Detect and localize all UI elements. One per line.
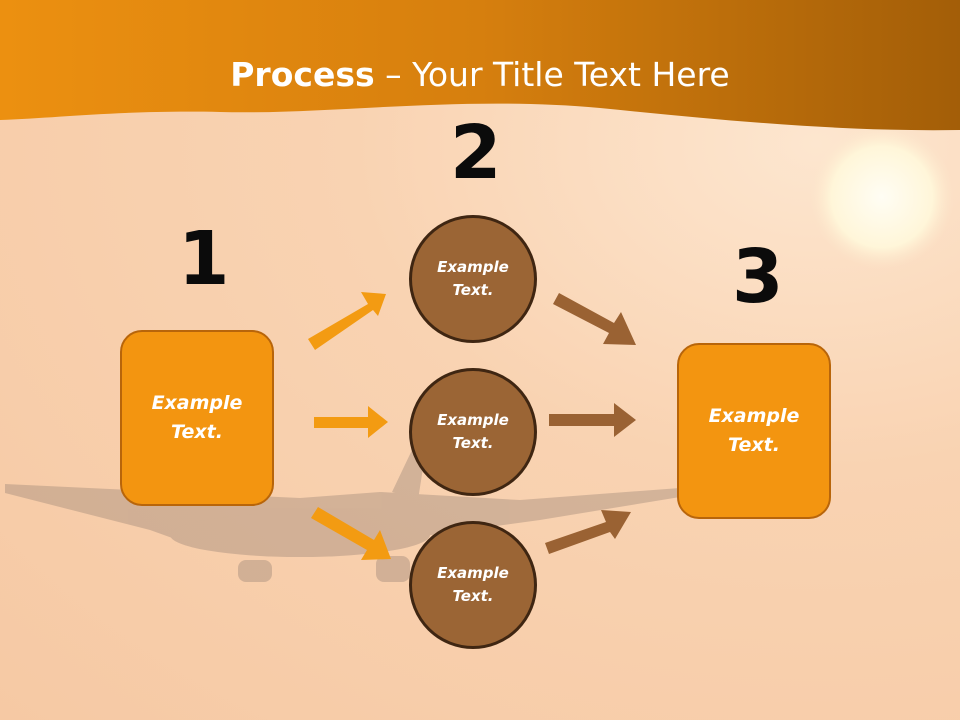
step-1-box: Example Text. [120,330,274,506]
sun [810,125,954,269]
arrow-from-middle [549,403,636,437]
title-rest: – Your Title Text Here [374,55,730,94]
step-number-3: 3 [732,234,784,320]
step-3-label: Example Text. [708,405,800,456]
slide-title: Process – Your Title Text Here [0,55,960,94]
circle-bottom-label: Example Text. [437,564,509,605]
circle-middle: Example Text. [409,368,537,496]
step-1-label: Example Text. [151,392,243,443]
arrow-to-top [308,292,386,350]
arrow-to-middle [314,406,388,438]
arrow-to-bottom [311,507,391,560]
circle-bottom: Example Text. [409,521,537,649]
step-number-1: 1 [178,216,230,302]
header-band [0,0,960,131]
arrow-from-top [553,293,636,345]
arrow-from-bottom [545,510,631,554]
title-bold: Process [230,55,375,94]
circle-middle-label: Example Text. [437,411,509,452]
step-3-box: Example Text. [677,343,831,519]
circle-top: Example Text. [409,215,537,343]
circle-top-label: Example Text. [437,258,509,299]
step-number-2: 2 [450,110,502,196]
